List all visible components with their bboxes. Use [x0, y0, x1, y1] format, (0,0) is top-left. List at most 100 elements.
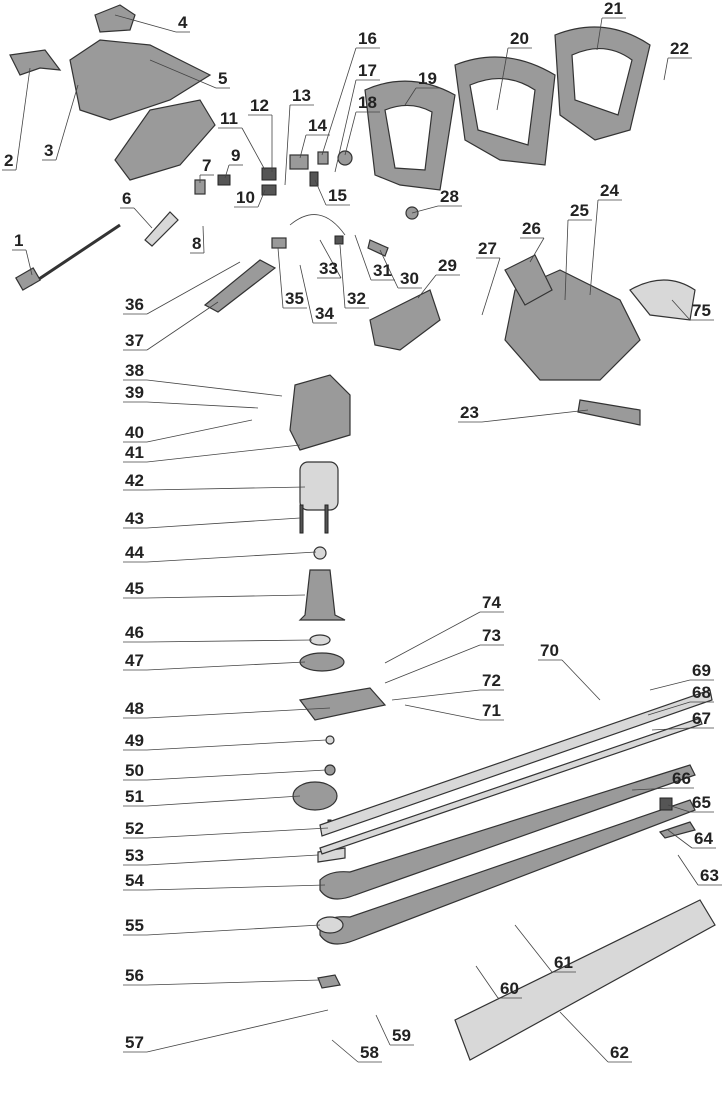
callout-62: 62 — [559, 1011, 632, 1063]
part-number-label: 68 — [692, 683, 711, 702]
callout-31: 31 — [354, 234, 395, 281]
leader-line — [384, 611, 481, 664]
callout-58: 58 — [331, 1039, 382, 1063]
callout-42: 42 — [123, 471, 306, 491]
leader-line — [146, 1009, 329, 1053]
part-upper-blade — [319, 764, 696, 900]
part-number-label: 39 — [125, 383, 144, 402]
callout-19: 19 — [404, 69, 440, 106]
callout-32: 32 — [339, 244, 369, 309]
callout-67: 67 — [651, 709, 714, 731]
part-number-label: 37 — [125, 331, 144, 350]
part-number-label: 46 — [125, 623, 144, 642]
leader-line — [146, 739, 327, 751]
leader-line — [559, 1011, 609, 1063]
part-guide-bar-68 — [319, 717, 703, 855]
part-number-label: 1 — [14, 231, 23, 250]
callout-38: 38 — [123, 361, 283, 397]
callout-2: 2 — [2, 67, 31, 171]
callout-33: 33 — [317, 239, 342, 279]
part-number-label: 53 — [125, 846, 144, 865]
callout-25: 25 — [564, 201, 592, 301]
leader-line — [529, 237, 545, 263]
callout-18: 18 — [344, 93, 380, 156]
leader-line — [379, 249, 399, 289]
callout-15: 15 — [314, 179, 350, 206]
part-number-label: 52 — [125, 819, 144, 838]
callout-20: 20 — [496, 29, 532, 111]
part-number-label: 58 — [360, 1043, 379, 1062]
leader-line — [146, 924, 321, 936]
part-number-label: 20 — [510, 29, 529, 48]
leader-line — [481, 257, 501, 316]
part-number-label: 24 — [600, 181, 619, 200]
part-number-label: 21 — [604, 0, 623, 18]
leader-line — [257, 189, 266, 208]
callout-17: 17 — [334, 61, 380, 173]
part-number-label: 7 — [202, 156, 211, 175]
leader-line — [667, 829, 693, 849]
leader-line — [481, 409, 589, 423]
part-number-label: 66 — [672, 769, 691, 788]
part-number-label: 5 — [218, 69, 227, 88]
callout-59: 59 — [375, 1014, 414, 1046]
part-number-label: 55 — [125, 916, 144, 935]
part-armature — [298, 569, 346, 621]
part-magnet — [299, 461, 339, 511]
callout-8: 8 — [190, 225, 205, 254]
part-number-label: 22 — [670, 39, 689, 58]
part-number-label: 63 — [700, 866, 719, 885]
callout-69: 69 — [649, 661, 714, 691]
part-number-label: 26 — [522, 219, 541, 238]
leader-line — [344, 111, 357, 156]
leader-line — [596, 17, 603, 51]
callout-54: 54 — [123, 871, 326, 891]
callout-1: 1 — [12, 231, 33, 276]
part-number-label: 67 — [692, 709, 711, 728]
part-number-label: 62 — [610, 1043, 629, 1062]
part-housing-left — [69, 39, 212, 121]
part-number-label: 34 — [315, 304, 334, 323]
part-number-label: 16 — [358, 29, 377, 48]
part-number-label: 36 — [125, 295, 144, 314]
callout-6: 6 — [120, 189, 153, 229]
callout-56: 56 — [123, 966, 321, 986]
part-number-label: 38 — [125, 361, 144, 380]
callout-50: 50 — [123, 761, 327, 781]
part-number-label: 10 — [236, 188, 255, 207]
part-number-label: 69 — [692, 661, 711, 680]
leader-line — [284, 104, 291, 186]
callout-66: 66 — [631, 769, 694, 791]
part-number-label: 70 — [540, 641, 559, 660]
part-trigger — [577, 399, 641, 426]
leader-line — [391, 689, 481, 701]
callout-47: 47 — [123, 651, 306, 671]
leader-line — [299, 264, 314, 324]
part-motor-housing — [289, 374, 351, 451]
callout-29: 29 — [417, 256, 460, 299]
part-handle-cover-b — [554, 26, 651, 141]
leader-line — [202, 225, 205, 254]
leader-line — [561, 659, 601, 701]
part-number-label: 3 — [44, 141, 53, 160]
part-lever — [203, 259, 277, 313]
leader-line — [277, 247, 284, 309]
part-screws — [299, 504, 329, 534]
leader-line — [146, 795, 301, 807]
callout-16: 16 — [321, 29, 380, 156]
part-housing-right — [114, 99, 216, 181]
callout-28: 28 — [411, 187, 462, 214]
leader-line — [146, 769, 327, 781]
leader-line — [339, 244, 346, 309]
callout-44: 44 — [123, 543, 317, 563]
callout-55: 55 — [123, 916, 321, 936]
part-power-cord — [15, 223, 121, 291]
leader-line — [314, 179, 327, 206]
leader-line — [334, 79, 357, 173]
leader-line — [15, 67, 31, 171]
part-number-label: 43 — [125, 509, 144, 528]
callout-39: 39 — [123, 383, 259, 409]
callout-40: 40 — [123, 419, 253, 443]
leader-line — [677, 854, 699, 886]
